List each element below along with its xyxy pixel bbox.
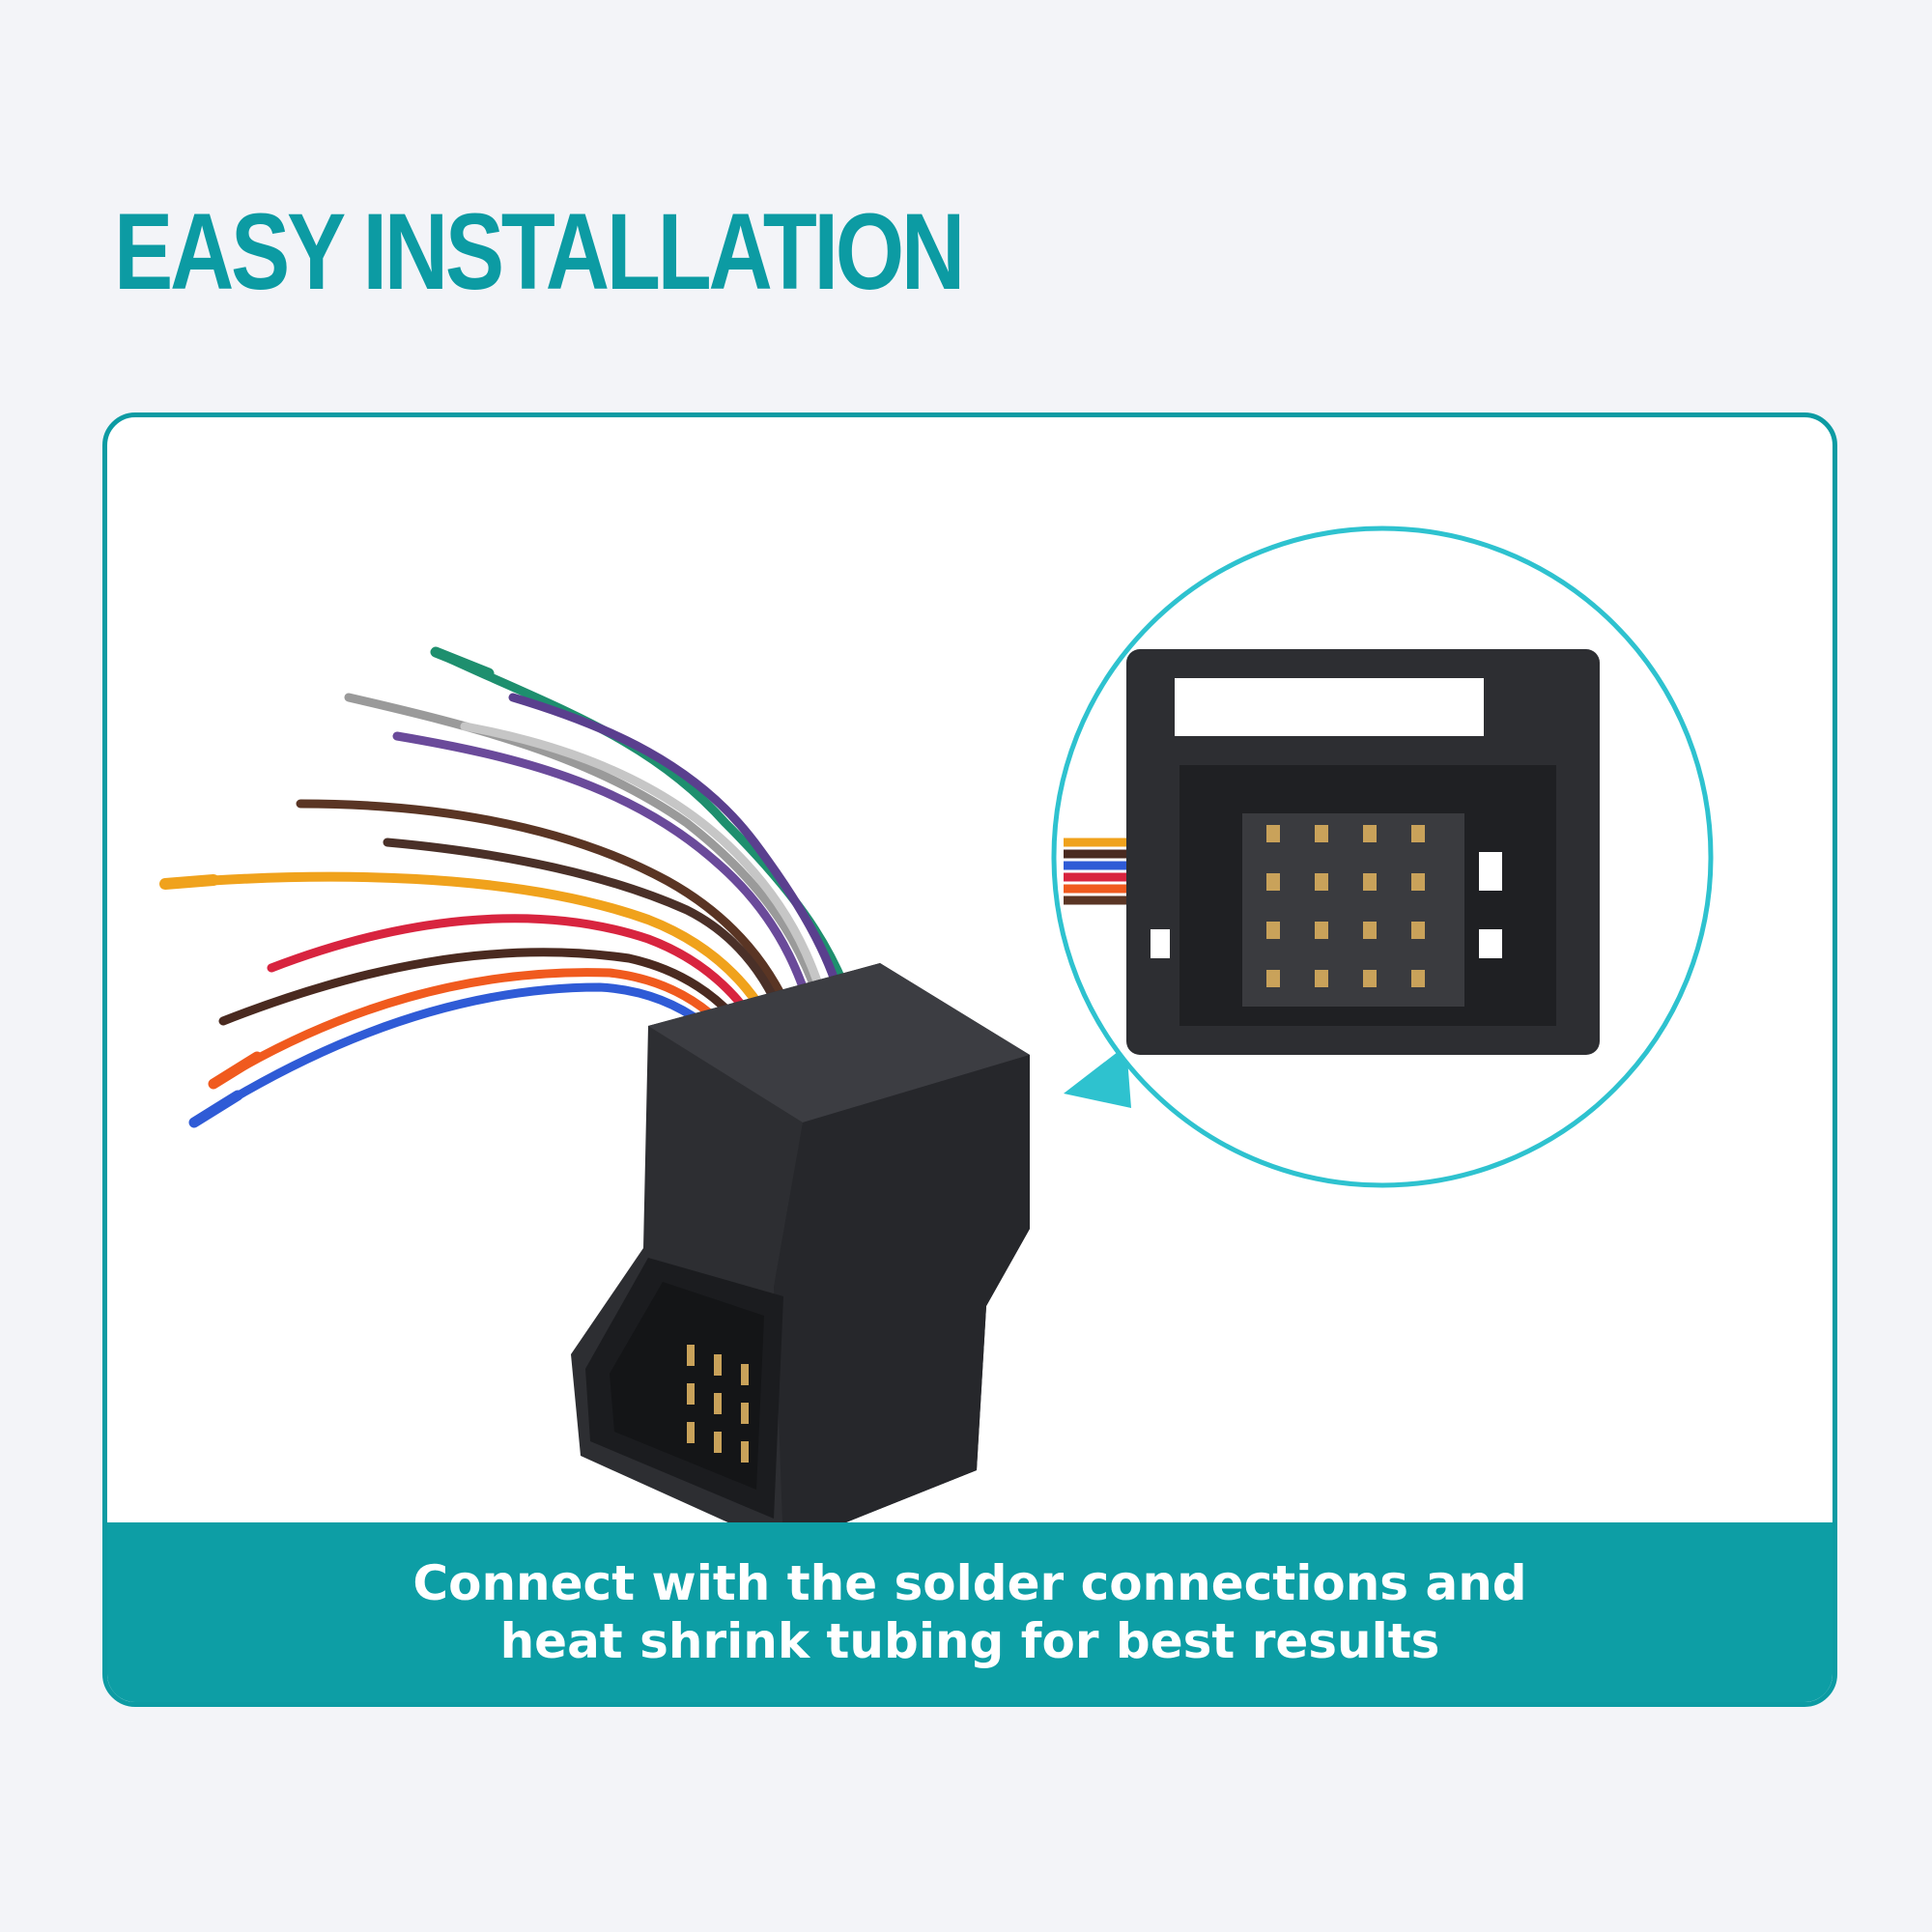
product-card: Connect with the solder connections and … — [102, 412, 1837, 1707]
connector-icon — [571, 963, 1030, 1538]
product-illustration — [159, 526, 1714, 1538]
caption-line-2: heat shrink tubing for best results — [499, 1613, 1440, 1669]
connector-face-closeup-icon — [1051, 526, 1714, 1188]
page-title: EASY INSTALLATION — [114, 191, 965, 312]
caption-line-1: Connect with the solder connections and — [412, 1555, 1527, 1611]
caption-band: Connect with the solder connections and … — [107, 1522, 1833, 1702]
